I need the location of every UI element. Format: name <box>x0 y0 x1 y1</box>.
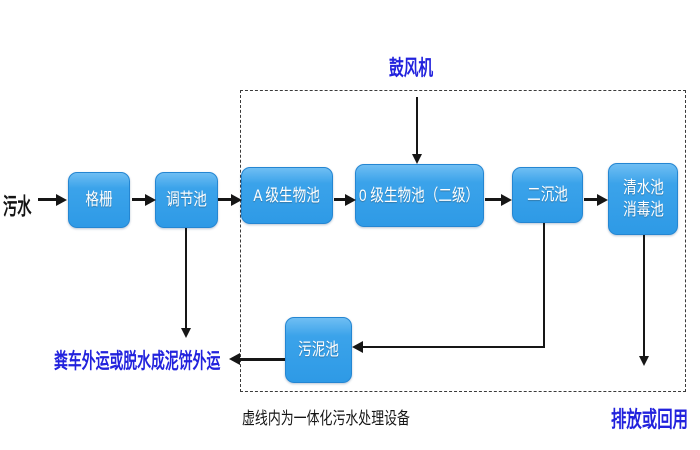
discharge-label: 排放或回用 <box>611 407 689 432</box>
arrow-grid-to-regulating-line <box>132 198 145 201</box>
arrow-abio-to-obio-head <box>345 194 356 206</box>
a-bio-tank-label: A 级生物池 <box>253 185 321 205</box>
arrow-clearwater-down-head <box>639 356 649 366</box>
sludge-tank-label: 污泥池 <box>298 340 339 359</box>
a-bio-tank-box: A 级生物池 <box>241 167 333 224</box>
arrow-sedimentation-to-clearwater-line <box>584 198 597 201</box>
o-bio-tank-label: 0 级生物池（二级） <box>359 185 480 205</box>
arrow-source-to-grid-line <box>38 198 56 201</box>
grid-box-label: 格栅 <box>85 190 113 209</box>
regulating-tank-label: 调节池 <box>166 190 207 209</box>
arrow-abio-to-obio-line <box>334 198 345 201</box>
arrow-sedimentation-to-sludge-head <box>352 341 363 353</box>
arrow-sedimentation-to-clearwater-head <box>597 194 608 206</box>
arrow-sedimentation-to-sludge-horizontal <box>362 346 545 348</box>
boundary-caption: 虚线内为一体化污水处理设备 <box>242 409 410 428</box>
sludge-tank-box: 污泥池 <box>285 317 352 383</box>
arrow-regulating-down-line <box>185 228 187 328</box>
arrow-clearwater-down-line <box>643 235 645 356</box>
secondary-sedimentation-box: 二沉池 <box>512 167 583 223</box>
blower-label: 鼓风机 <box>389 57 434 80</box>
disinfection-label: 消毒池 <box>622 200 664 219</box>
arrow-blower-down-head <box>412 154 422 164</box>
dashed-equipment-boundary <box>240 90 686 392</box>
arrow-obio-to-sedimentation-head <box>501 194 512 206</box>
arrow-regulating-to-abio-head <box>231 194 242 206</box>
arrow-regulating-to-abio-line <box>218 198 231 201</box>
arrow-sedimentation-to-sludge-vertical <box>543 223 545 348</box>
arrow-sludge-out-line <box>239 358 285 361</box>
arrow-regulating-down-head <box>181 328 191 338</box>
arrow-blower-down-line <box>416 97 418 154</box>
source-label: 污水 <box>3 193 32 219</box>
arrow-obio-to-sedimentation-line <box>485 198 501 201</box>
regulating-tank-box: 调节池 <box>155 172 218 228</box>
clear-water-disinfection-box: 清水池 消毒池 <box>608 163 678 235</box>
sludge-disposal-label: 粪车外运或脱水成泥饼外运 <box>54 350 221 373</box>
arrow-grid-to-regulating-head <box>145 194 156 206</box>
secondary-sedimentation-label: 二沉池 <box>527 185 568 204</box>
grid-box: 格栅 <box>68 172 130 228</box>
arrow-sludge-out-head <box>229 353 240 365</box>
arrow-source-to-grid-head <box>56 194 67 206</box>
clear-water-label: 清水池 <box>622 178 664 197</box>
o-bio-tank-box: 0 级生物池（二级） <box>355 164 484 227</box>
